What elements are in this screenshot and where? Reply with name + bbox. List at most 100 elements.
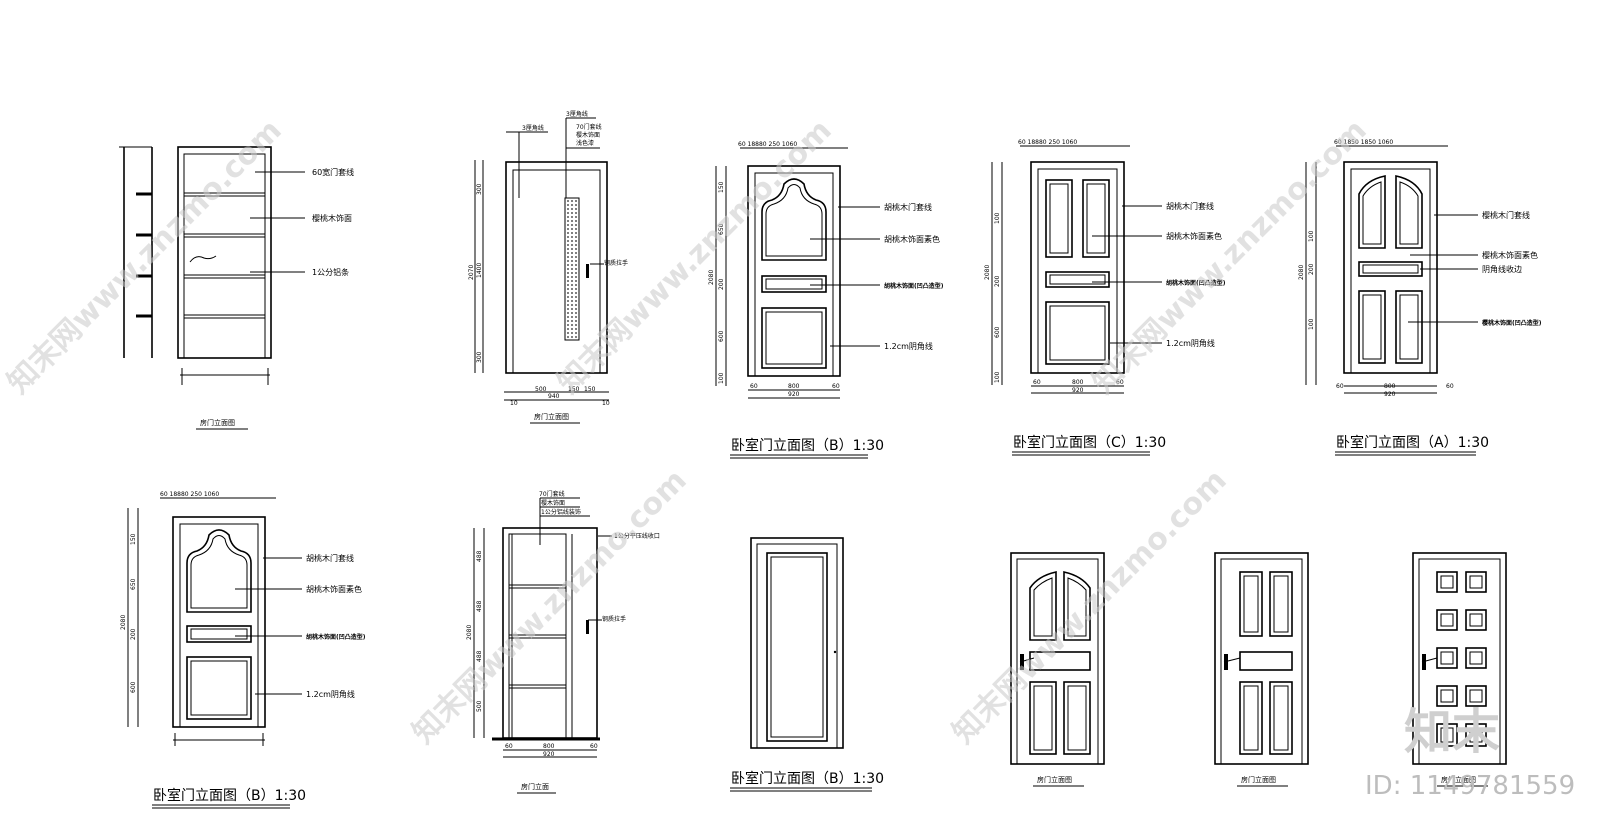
label-light-paint: 浅色漆	[576, 139, 594, 147]
dim-200-b2: 200	[130, 628, 137, 640]
dim-150-b: 150	[584, 386, 596, 393]
dim-650-b2: 650	[130, 578, 137, 590]
label-trim-edge: 阴角线收边	[1482, 264, 1522, 274]
dim-600: 600	[718, 330, 725, 342]
dim-100: 100	[718, 372, 725, 384]
dim-800-g: 800	[543, 743, 555, 750]
label-cherry-veneer: 樱桃木饰面	[312, 213, 352, 223]
label-walnut-frame-b2: 胡桃木门套线	[306, 553, 354, 563]
dim-60-left: 60	[750, 383, 758, 390]
caption-door-g: 房门立面	[521, 782, 549, 791]
caption-door-h: 房门立面图	[1441, 775, 1476, 784]
door-b-arch-panel	[761, 178, 827, 261]
dim-60-a-l: 60	[1336, 383, 1344, 390]
door-c-mid-panel	[1045, 271, 1110, 288]
door-2-leaf	[512, 169, 601, 374]
label-walnut-plain: 胡桃木饰面素色	[884, 234, 940, 244]
dim-920-c: 920	[1072, 387, 1084, 394]
caption-door-c: 卧室门立面图（C）1:30	[1013, 434, 1166, 451]
dim-2080-a: 2080	[1298, 265, 1305, 280]
dim-top-b2: 60 18880 250 1060	[160, 491, 219, 498]
label-cherry-frame: 樱桃木门套线	[1482, 210, 1530, 220]
dim-600-b2: 600	[130, 681, 137, 693]
dim-10-b: 10	[602, 400, 610, 407]
door-elevation-a: 樱桃木门套线 樱桃木饰面素色 阴角线收边 樱桃木饰面(凹凸造型) 60 1850…	[1298, 139, 1542, 456]
door-2-handle	[586, 264, 589, 278]
door-a-leaf	[1350, 168, 1431, 374]
label-trim-b2: 1.2cm阴角线	[306, 689, 355, 699]
dim-2080-c: 2080	[984, 265, 991, 280]
dim-top-b: 60 18880 250 1060	[738, 141, 797, 148]
dim-920: 920	[788, 391, 800, 398]
label-70-frame: 70门套线	[576, 123, 602, 131]
label-steel-handle: 钢质拉手	[604, 259, 628, 267]
label-1-2cm-trim: 1.2cm阴角线	[884, 341, 933, 351]
dim-300-top: 300	[476, 183, 483, 195]
dim-60-g-r: 60	[590, 743, 598, 750]
label-aluminium-deco: 1公分铝线装饰	[541, 508, 581, 516]
label-walnut-frame: 胡桃木门套线	[884, 202, 932, 212]
door-elevation-f: 房门立面图	[1214, 552, 1309, 787]
door-elevation-2: 3厘角线 3厘角线 70门套线 樱木饰面 浅色漆 钢质拉手 2070 300 1…	[468, 110, 628, 424]
label-3li-angle-b: 3厘角线	[566, 110, 588, 118]
door-c-leaf	[1037, 168, 1118, 374]
dim-2080-g: 2080	[466, 625, 473, 640]
door-b-mid-panel	[761, 275, 827, 293]
caption-door-f: 房门立面图	[1241, 775, 1276, 784]
watermark-id: ID: 1149781559	[1365, 771, 1575, 801]
dim-600-c: 600	[994, 326, 1001, 338]
door-plain-panel	[766, 552, 828, 742]
label-cherry-relief: 樱桃木饰面(凹凸造型)	[1481, 319, 1542, 327]
door-b-bottom-panel	[761, 307, 827, 369]
dim-800: 800	[788, 383, 800, 390]
door-plain-frame	[750, 537, 844, 749]
door-a-frame	[1343, 161, 1438, 374]
dim-488-c: 488	[476, 650, 483, 662]
label-3li-angle-a: 3厘角线	[522, 124, 544, 132]
label-cherry-veneer-2: 樱木饰面	[576, 131, 600, 139]
dim-200: 200	[718, 278, 725, 290]
caption-door-1: 房门立面图	[200, 418, 235, 427]
dim-650: 650	[718, 223, 725, 235]
door-elevation-b-2: 胡桃木门套线 胡桃木饰面素色 胡桃木饰面(凹凸造型) 1.2cm阴角线 60 1…	[120, 491, 366, 809]
dim-800-c: 800	[1072, 379, 1084, 386]
door-elevation-c: 胡桃木门套线 胡桃木饰面素色 胡桃木饰面(凹凸造型) 1.2cm阴角线 60 1…	[984, 139, 1226, 456]
dim-100-c-a: 100	[994, 212, 1001, 224]
dim-1400: 1400	[476, 263, 483, 278]
watermark-text-3: 知末网www.znzmo.com	[1086, 113, 1374, 401]
dim-488-b: 488	[476, 600, 483, 612]
label-walnut-relief-c: 胡桃木饰面(凹凸造型)	[1166, 279, 1226, 287]
dim-60-right: 60	[832, 383, 840, 390]
door-elevation-b: 胡桃木门套线 胡桃木饰面素色 胡桃木饰面(凹凸造型) 1.2cm阴角线 60 1…	[708, 141, 944, 459]
label-steel-handle-g: 钢质拉手	[602, 615, 626, 623]
door-elevation-h: 房门立面图	[1412, 552, 1507, 787]
dim-100-a-b: 100	[1308, 318, 1315, 330]
door-elevation-e: 房门立面图	[1010, 552, 1105, 787]
door-1-leaf	[183, 153, 266, 359]
dim-60-c-l: 60	[1033, 379, 1041, 386]
dim-150: 150	[718, 181, 725, 193]
dim-60-g-l: 60	[505, 743, 513, 750]
dim-60-c-r: 60	[1116, 379, 1124, 386]
dim-2080-b: 2080	[708, 270, 715, 285]
label-walnut-plain-c: 胡桃木饰面素色	[1166, 231, 1222, 241]
label-aluminium-strip: 1公分铝条	[312, 267, 349, 277]
door-elevation-plain: 卧室门立面图（B）1:30	[730, 537, 884, 792]
door-elevation-glass: 70门套线 樱木饰面 1公分铝线装饰 1公分平压线收口 钢质拉手 2080 48…	[466, 490, 660, 794]
door-c-frame	[1030, 161, 1125, 374]
dim-300-bottom: 300	[476, 351, 483, 363]
dim-150-a: 150	[568, 386, 580, 393]
door-1-handle	[189, 255, 217, 263]
dim-2080-b2: 2080	[120, 615, 127, 630]
dim-200-c: 200	[994, 275, 1001, 287]
label-walnut-relief: 胡桃木饰面(凹凸造型)	[884, 282, 944, 290]
dim-150-b2: 150	[130, 533, 137, 545]
dim-940: 940	[548, 393, 560, 400]
caption-door-plain: 卧室门立面图（B）1:30	[731, 770, 884, 787]
label-walnut-relief-b2: 胡桃木饰面(凹凸造型)	[306, 633, 366, 641]
dim-800-a: 800	[1384, 383, 1396, 390]
label-trim-c: 1.2cm阴角线	[1166, 338, 1215, 348]
dim-2070: 2070	[468, 265, 475, 280]
watermark-logo: 知末	[1404, 704, 1500, 760]
dim-920-g: 920	[543, 751, 555, 758]
